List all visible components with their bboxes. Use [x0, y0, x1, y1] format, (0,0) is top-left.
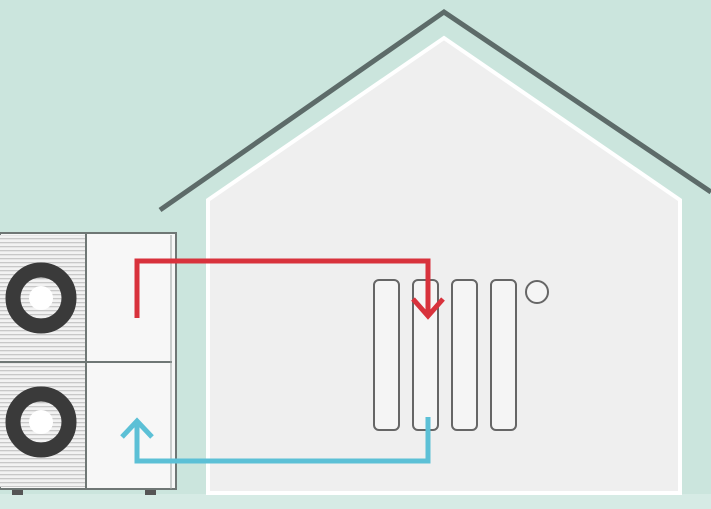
- ground: [0, 494, 711, 509]
- arrow-down-icon: [411, 297, 445, 320]
- outdoor-heat-pump-unit: [0, 232, 177, 495]
- unit-foot: [12, 488, 23, 495]
- fan-icon: [5, 262, 77, 334]
- hot-supply-flow: [134, 258, 445, 320]
- arrow-up-icon: [120, 417, 154, 439]
- cold-return-flow: [120, 417, 431, 464]
- radiator-section: [373, 279, 400, 431]
- radiator-section: [451, 279, 478, 431]
- fan-icon: [5, 386, 77, 458]
- unit-foot: [145, 488, 156, 495]
- radiator-section: [490, 279, 517, 431]
- house: [206, 35, 682, 495]
- roof-line: [158, 8, 711, 213]
- radiator-valve-icon: [525, 280, 549, 304]
